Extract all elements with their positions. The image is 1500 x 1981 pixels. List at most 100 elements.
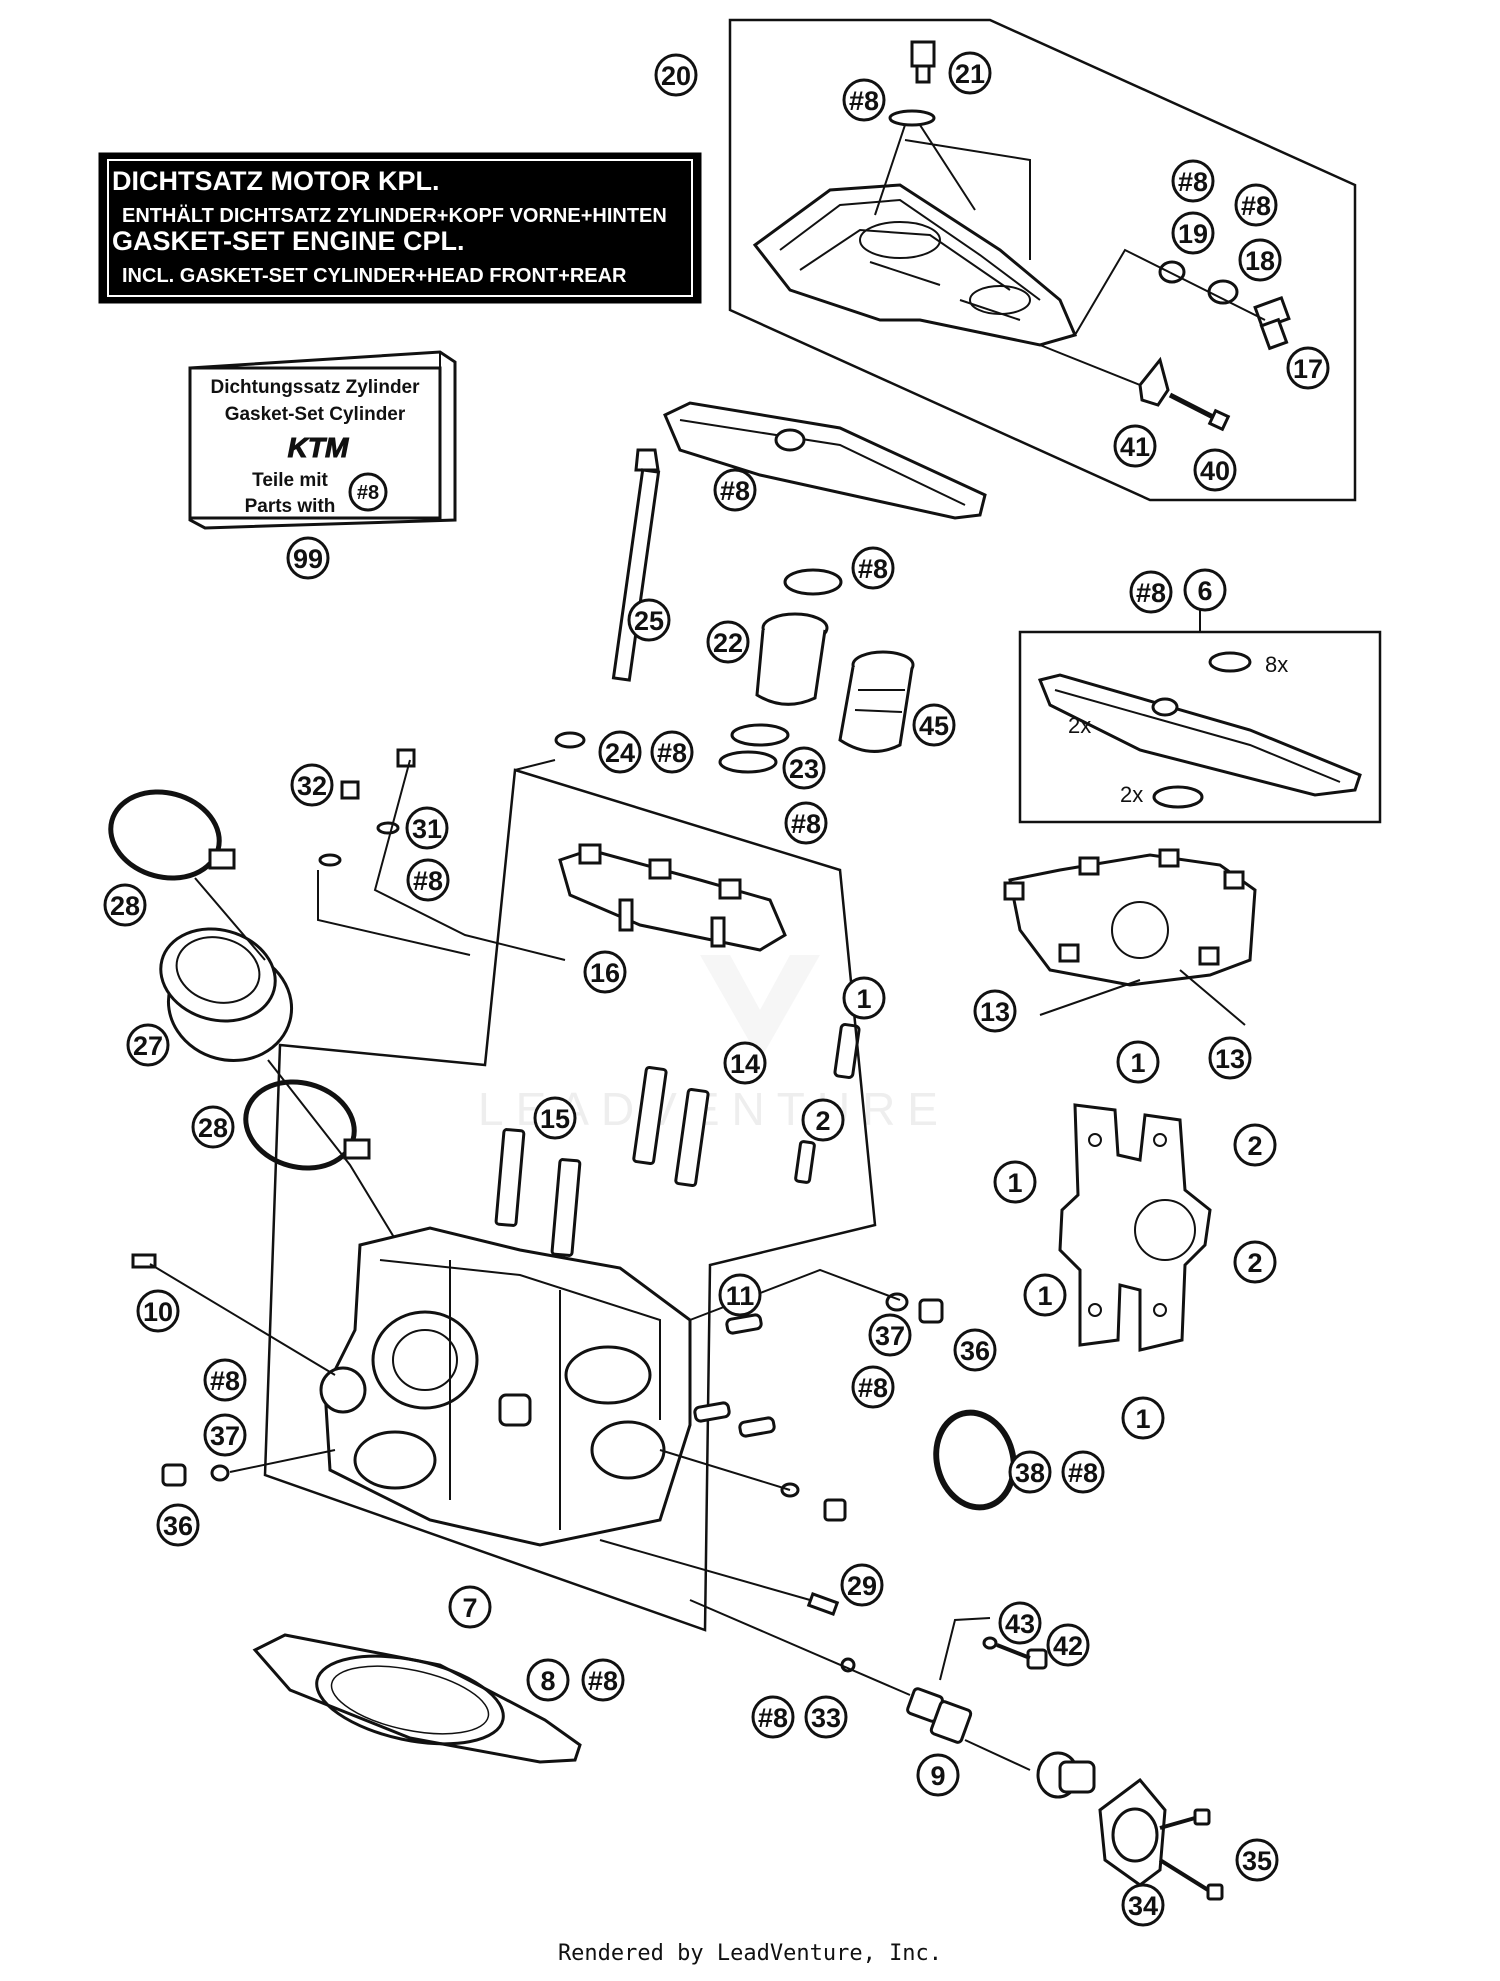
cover-gasket-plug (774, 428, 806, 452)
callout-label: 37 (210, 1421, 240, 1451)
clamp-28-upper (108, 789, 236, 881)
seal-top (783, 568, 843, 596)
shim-2 (794, 1140, 816, 1184)
callout-16: 16 (583, 950, 627, 994)
callout-circle (1061, 1450, 1105, 1494)
callout-1-e: 1 (1121, 1396, 1165, 1440)
callout-circle (948, 51, 992, 95)
callout-circle (784, 801, 828, 845)
callout-label: 1 (856, 984, 871, 1014)
callout-circle (290, 763, 334, 807)
dowel-pins-11 (693, 1313, 776, 1438)
callout-circle (953, 1328, 997, 1372)
callout-circle (1233, 1240, 1277, 1284)
callout-38: 38 (1008, 1450, 1052, 1494)
callout-label: 13 (980, 997, 1010, 1027)
callout-label: 10 (143, 1297, 173, 1327)
cam-bridge-13 (1003, 848, 1257, 987)
callout-8-l: #8 (1061, 1450, 1105, 1494)
callout-label: 8 (540, 1666, 555, 1696)
callout-label: 29 (847, 1571, 877, 1601)
callout-8-f: #8 (1129, 570, 1173, 614)
callout-25: 25 (627, 598, 671, 642)
callout-label: 9 (930, 1761, 945, 1791)
callout-8-a: #8 (842, 78, 886, 122)
sensor-9-leader (964, 1739, 1031, 1771)
callout-2-a: 2 (801, 1098, 845, 1142)
callout-circle (191, 1105, 235, 1149)
kit-card: Dichtungssatz Zylinder Gasket-Set Cylind… (188, 350, 457, 530)
bracket-41 (1138, 356, 1170, 407)
callout-label: 28 (110, 891, 140, 921)
callout-circle (1121, 1396, 1165, 1440)
stud-25 (554, 448, 661, 749)
callout-28-a: 28 (103, 883, 147, 927)
callout-label: 37 (875, 1321, 905, 1351)
callout-99: 99 (286, 536, 330, 580)
callout-label: 27 (133, 1031, 163, 1061)
callout-label: 1 (1007, 1168, 1022, 1198)
callout-label: #8 (210, 1366, 240, 1396)
callout-circle (801, 1098, 845, 1142)
gasket-set-gasket-inner (1054, 689, 1341, 783)
callout-1-d: 1 (1023, 1273, 1067, 1317)
valve-cover (752, 183, 1078, 347)
callout-label: #8 (858, 1373, 888, 1403)
plug-36-right (885, 1292, 944, 1324)
callout-8-g: #8 (650, 730, 694, 774)
callout-label: 2 (1247, 1248, 1262, 1278)
gasket-set-oring-2x (1152, 785, 1204, 809)
intake-boot-27 (159, 927, 294, 1062)
callout-circle (203, 1358, 247, 1402)
callout-circle (1238, 238, 1282, 282)
callout-circle (706, 620, 750, 664)
callout-circle (912, 703, 956, 747)
callout-circle (448, 1585, 492, 1629)
callout-circle (126, 1023, 170, 1067)
callout-10: 10 (136, 1289, 180, 1333)
callout-label: 24 (605, 738, 635, 768)
sleeve-22 (755, 612, 829, 706)
callout-circle (713, 468, 757, 512)
callout-circle (1129, 570, 1173, 614)
callout-circle (526, 1658, 570, 1702)
callout-label: #8 (588, 1666, 618, 1696)
callout-label: #8 (657, 738, 687, 768)
callout-circle (581, 1658, 625, 1702)
callout-circle (654, 53, 698, 97)
callout-29: 29 (840, 1563, 884, 1607)
qty-2x-b: 2x (1120, 782, 1143, 807)
callout-circle (650, 730, 694, 774)
callout-circle (533, 1096, 577, 1140)
callout-circle (1233, 1123, 1277, 1167)
callout-1-c: 1 (993, 1160, 1037, 1204)
callout-circle (1171, 211, 1215, 255)
callout-circle (1113, 424, 1157, 468)
callout-label: 45 (919, 711, 949, 741)
callout-circle (916, 1753, 960, 1797)
callout-8-e: #8 (851, 546, 895, 590)
callout-circle (405, 806, 449, 850)
callout-label: 32 (297, 771, 327, 801)
callout-24: 24 (598, 730, 642, 774)
callout-43: 43 (998, 1601, 1042, 1645)
callout-label: 2 (815, 1106, 830, 1136)
cover-leaders (874, 124, 1031, 260)
callout-label: #8 (1178, 167, 1208, 197)
head-frame-leaders (317, 759, 566, 961)
callout-label: 16 (590, 958, 620, 988)
gasket-set-gasket (1037, 673, 1362, 797)
callout-circle (627, 598, 671, 642)
callout-circle (842, 976, 886, 1020)
seal-23-a (730, 723, 790, 747)
callout-label: 14 (730, 1049, 760, 1079)
callout-17: 17 (1286, 346, 1330, 390)
label-line-3: GASKET-SET ENGINE CPL. (112, 226, 465, 256)
callout-circle (598, 730, 642, 774)
kit-card-line-4: Parts with (245, 496, 336, 517)
callout-33: 33 (804, 1695, 848, 1739)
callout-label: #8 (858, 554, 888, 584)
sleeve-45 (838, 650, 915, 753)
